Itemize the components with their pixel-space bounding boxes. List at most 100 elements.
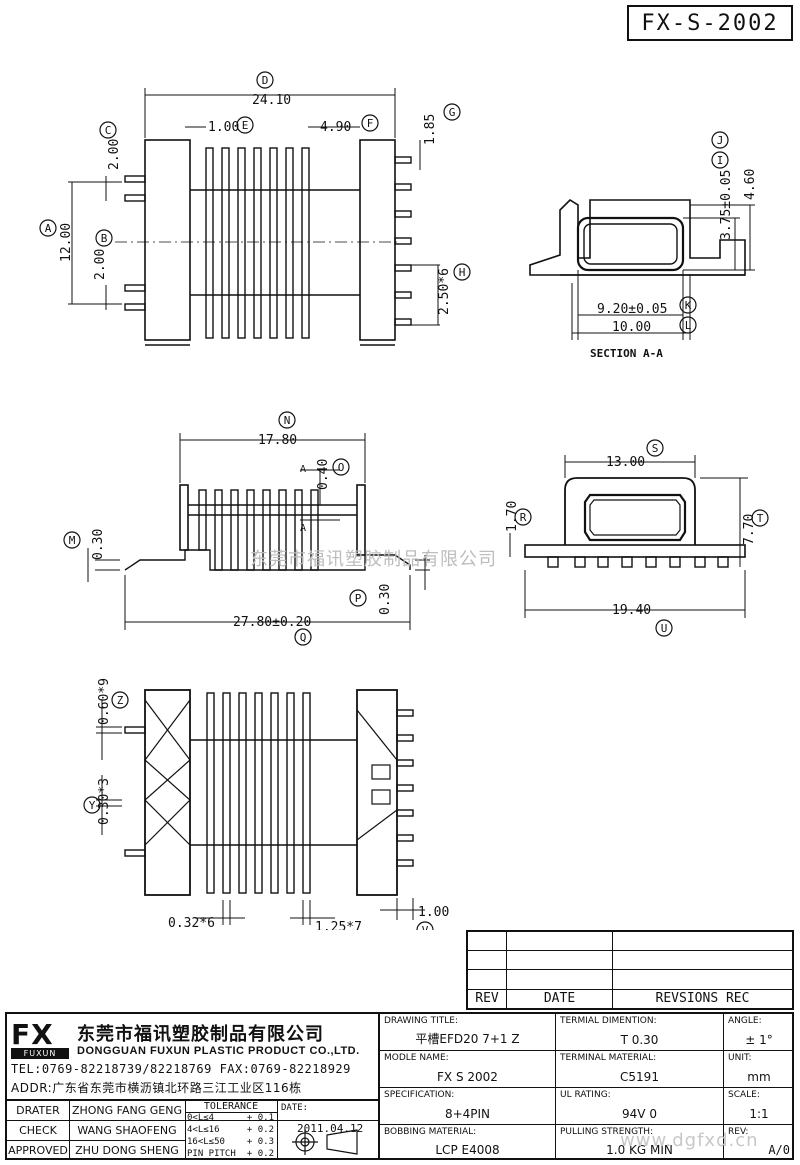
scale-cell: SCALE: 1:1 (728, 1090, 769, 1121)
check-label-cell: CHECK (19, 1124, 57, 1137)
callout-z: Z (117, 694, 124, 707)
projection-symbol-icon (287, 1125, 367, 1159)
callout-f: F (367, 117, 374, 130)
tol-row-4: PIN PITCH + 0.2 (187, 1149, 274, 1159)
callout-q: Q (300, 631, 307, 644)
callout-n: N (284, 414, 291, 427)
callout-s: S (652, 442, 659, 455)
callout-h: H (459, 266, 466, 279)
callout-l: L (685, 319, 692, 332)
dim-n: 17.80 (258, 433, 297, 448)
callout-circles (39, 71, 769, 930)
dim-i: 4.60 (743, 169, 758, 200)
callout-a: A (45, 222, 52, 235)
dim-v: 1.00 (418, 905, 449, 920)
rev-cell: REV: A/0 (728, 1127, 790, 1157)
approved-label-cell: APPROVED (8, 1144, 68, 1157)
company-name-cn: 东莞市福讯塑胶制品有限公司 (77, 1024, 324, 1045)
dim-k: 9.20±0.05 (597, 302, 667, 317)
dim-t: 7.70 (742, 514, 757, 545)
callout-t: T (757, 512, 764, 525)
technical-drawing: D E F G C A B H J I K L N O M P Q S R T … (39, 71, 769, 930)
dimension-values: 24.10 1.00 4.90 1.85 2.00 12.00 2.00 2.5… (59, 93, 758, 930)
callout-b: B (101, 232, 108, 245)
side-view (509, 455, 748, 618)
dim-u: 19.40 (612, 603, 651, 618)
dim-r: 1.70 (505, 501, 520, 532)
company-tel: TEL:0769-82218739/82218769 FAX:0769-8221… (11, 1062, 351, 1076)
model-name-cell: MODLE NAME: FX S 2002 (384, 1053, 498, 1084)
section-view (529, 198, 755, 340)
signoff-block: DRATER ZHONG FANG GENG CHECK WANG SHAOFE… (7, 1099, 380, 1160)
dim-j: 3.75±0.05 (719, 170, 734, 240)
company-block: FX FUXUN 东莞市福讯塑胶制品有限公司 DONGGUAN FUXUN PL… (7, 1014, 380, 1099)
ul-rating-cell: UL RATING: 94V 0 (560, 1090, 657, 1121)
callout-e: E (242, 119, 249, 132)
company-logo: FX (11, 1018, 54, 1051)
drater-cell: ZHONG FANG GENG (71, 1104, 183, 1117)
approved-cell: ZHU DONG SHENG (75, 1144, 179, 1157)
callout-d: D (262, 74, 269, 87)
company-name-en: DONGGUAN FUXUN PLASTIC PRODUCT CO.,LTD. (77, 1045, 360, 1057)
company-watermark: 东莞市福讯塑胶制品有限公司 (250, 549, 497, 570)
callout-k: K (685, 299, 692, 312)
check-cell: WANG SHAOFENG (77, 1124, 177, 1137)
site-watermark: www.dgfxd.cn (620, 1130, 759, 1151)
dim-c: 2.00 (107, 139, 122, 170)
callout-y: Y (89, 799, 96, 812)
drawing-title: 平槽EFD20 7+1 Z (415, 1032, 520, 1046)
unit-cell: UNIT: mm (728, 1053, 771, 1084)
callout-i: I (717, 154, 724, 167)
date-cell: DATE: 2011.04.12 (281, 1103, 364, 1135)
callout-letters: D E F G C A B H J I K L N O M P Q S R T … (45, 74, 764, 930)
dim-h: 2.50*6 (437, 268, 452, 315)
top-view (68, 88, 440, 346)
dim-g: 1.85 (423, 114, 438, 145)
section-mark-top: A (300, 464, 306, 475)
dim-y: 0.30*3 (97, 778, 112, 825)
dim-d: 24.10 (252, 93, 291, 108)
dim-s: 13.00 (606, 455, 645, 470)
bottom-view (96, 689, 425, 925)
specification-cell: SPECIFICATION: 8+4PIN (384, 1090, 491, 1121)
bobbin-material-cell: BOBBING MATERIAL: LCP E4008 (384, 1127, 500, 1157)
section-mark-bottom: A (300, 523, 306, 534)
dim-b: 2.00 (93, 249, 108, 280)
dim-a: 12.00 (59, 223, 74, 262)
terminal-material-cell: TERMINAL MATERIAL: C5191 (560, 1053, 659, 1084)
company-logo-sub: FUXUN (11, 1048, 69, 1059)
callout-p: P (355, 592, 362, 605)
dim-q: 27.80±0.20 (233, 615, 311, 630)
callout-o: O (338, 461, 345, 474)
revisions-header: REVSIONS REC (612, 988, 794, 1010)
dim-x: 0.32*6 (168, 916, 215, 930)
dim-f: 4.90 (320, 120, 351, 135)
callout-m: M (69, 534, 76, 547)
section-labels: SECTION A-A A A (300, 347, 663, 534)
tolerance-header: TOLERANCE (203, 1101, 259, 1112)
tol-row-3: 16<L≤50 + 0.3 (187, 1137, 274, 1147)
angle-cell: ANGLE: ± 1° (728, 1016, 773, 1047)
title-block: FX FUXUN 东莞市福讯塑胶制品有限公司 DONGGUAN FUXUN PL… (5, 1012, 794, 1160)
callout-u: U (661, 622, 668, 635)
dim-p: 0.30 (378, 584, 393, 615)
dim-w: 1.25*7 (315, 920, 362, 930)
section-title: SECTION A-A (590, 347, 663, 360)
dim-e: 1.00 (208, 120, 239, 135)
revision-table: REV DATE REVSIONS REC (466, 930, 794, 1010)
rev-header: REV (466, 988, 507, 1010)
front-view (87, 433, 430, 630)
callout-g: G (449, 106, 456, 119)
dim-m: 0.30 (91, 529, 106, 560)
dim-z: 0.60*9 (97, 678, 112, 725)
callout-c: C (105, 124, 112, 137)
dim-o: 0.40 (316, 459, 331, 490)
tol-row-1: 0<L≤4 + 0.1 (187, 1113, 274, 1123)
drater-label-cell: DRATER (16, 1104, 60, 1117)
pulling-strength-cell: PULLING STRENGTH: 1.0 KG MIN (560, 1127, 673, 1157)
drawing-title-cell: DRAWING TITLE: 平槽EFD20 7+1 Z (380, 1014, 555, 1050)
date-header: DATE (506, 988, 613, 1010)
callout-r: R (520, 511, 527, 524)
company-address: ADDR:广东省东莞市横沥镇北环路三江工业区116栋 (11, 1081, 302, 1095)
